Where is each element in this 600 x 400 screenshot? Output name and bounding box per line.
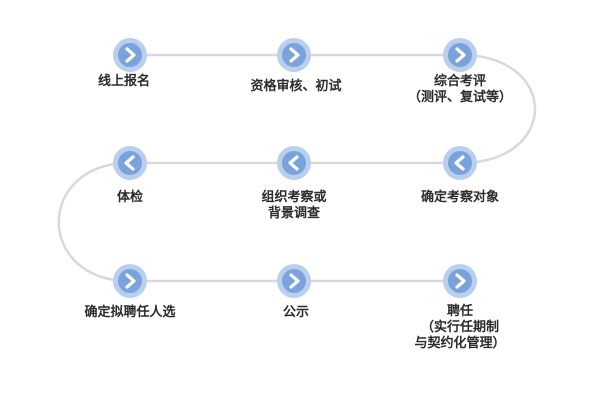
step-label-medical-exam: 体检: [116, 190, 143, 205]
step-node-2: [277, 38, 311, 72]
step-node-8: [277, 264, 311, 298]
step-node-1: [113, 38, 147, 72]
step-label-public-notice: 公示: [282, 305, 309, 320]
step-label-determine-candidates: 确定考察对象: [420, 190, 499, 205]
chevron-right-icon: [289, 47, 300, 63]
connector-curve-right: [459, 53, 537, 165]
node-circle: [282, 269, 306, 293]
chevron-right-icon: [125, 47, 136, 63]
step-label-appointment: 聘任 （实行任期制 与契约化管理）: [414, 304, 506, 351]
node-circle: [282, 151, 306, 175]
step-label-comprehensive-evaluation: 综合考评 （测评、复试等）: [407, 74, 512, 105]
node-circle: [448, 269, 472, 293]
step-node-3: [443, 38, 477, 72]
node-circle: [118, 151, 142, 175]
step-node-5: [277, 146, 311, 180]
step-label-online-registration: 线上报名: [97, 74, 150, 89]
node-circle: [282, 43, 306, 67]
step-label-qualification-review: 资格审核、初试: [250, 79, 342, 94]
chevron-left-icon: [454, 155, 465, 171]
connector-curve-left: [57, 161, 131, 283]
node-circle: [448, 43, 472, 67]
node-circle: [118, 43, 142, 67]
step-label-background-check: 组织考察或 背景调查: [261, 190, 327, 221]
step-node-6: [113, 146, 147, 180]
chevron-right-icon: [125, 273, 136, 289]
chevron-left-icon: [124, 155, 135, 171]
chevron-right-icon: [455, 47, 466, 63]
step-label-proposed-appointee: 确定拟聘任人选: [84, 305, 176, 320]
chevron-left-icon: [288, 155, 299, 171]
node-circle: [448, 151, 472, 175]
step-node-4: [443, 146, 477, 180]
node-circle: [118, 269, 142, 293]
chevron-right-icon: [455, 273, 466, 289]
chevron-right-icon: [289, 273, 300, 289]
step-node-9: [443, 264, 477, 298]
step-node-7: [113, 264, 147, 298]
